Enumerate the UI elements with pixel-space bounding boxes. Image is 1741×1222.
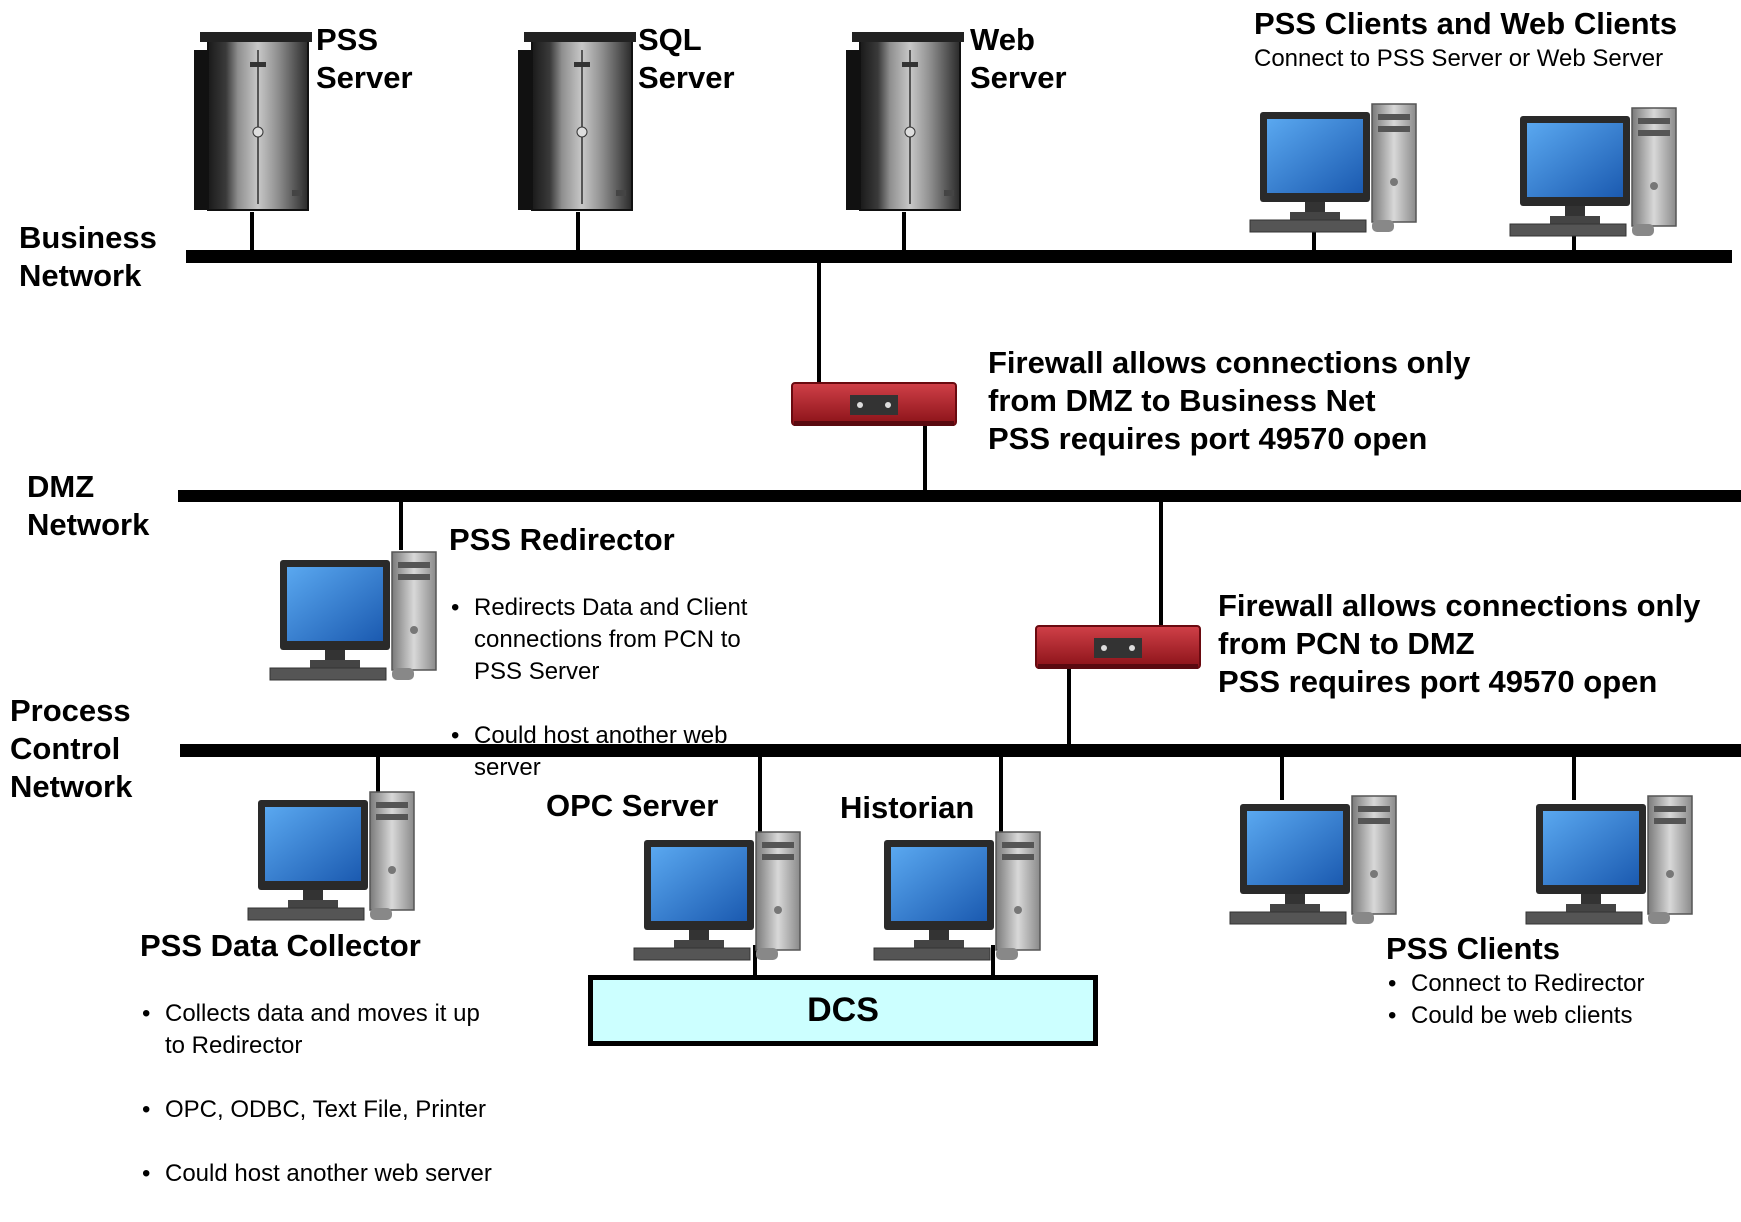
historian-workstation-icon (873, 831, 1041, 961)
collector-title: PSS Data Collector (140, 928, 421, 963)
pss-clients-bullet: Could be web clients (1386, 1000, 1644, 1032)
pss-client-2-icon (1525, 795, 1693, 925)
pcn-drop-lines (376, 757, 1576, 976)
historian-label: Historian (840, 790, 975, 825)
pss-clients-title: PSS Clients (1386, 931, 1560, 966)
sql-server-icon (517, 31, 637, 211)
pss-clients-bullet: Connect to Redirector (1386, 968, 1644, 1000)
business-clients-title: PSS Clients and Web Clients (1254, 6, 1678, 41)
opc-server-label: OPC Server (546, 788, 719, 823)
dmz-drop-lines (399, 502, 1163, 745)
firewall-top-text: Firewall allows connections only from DM… (988, 345, 1471, 456)
business-client-1-icon (1249, 103, 1417, 233)
business-client-2-icon (1509, 107, 1677, 237)
pss-client-1-icon (1229, 795, 1397, 925)
network-diagram (178, 31, 1741, 976)
sql-server-label: SQL Server (638, 22, 735, 95)
redirector-bullets: Redirects Data and Client connections fr… (449, 560, 747, 816)
web-server-label: Web Server (970, 22, 1067, 95)
business-network-bus (186, 250, 1732, 263)
pcn-network-bus (180, 744, 1741, 757)
dcs-box: DCS (588, 975, 1098, 1046)
dmz-network-label: DMZ Network (27, 469, 150, 542)
pss-clients-bullets: Connect to Redirector Could be web clien… (1386, 968, 1644, 1032)
firewall-bottom-icon (1035, 625, 1201, 670)
collector-bullet: Collects data and moves it up to Redirec… (140, 998, 492, 1062)
firewall-top-icon (791, 382, 957, 427)
collector-bullets: Collects data and moves it up to Redirec… (140, 966, 492, 1222)
business-network-label: Business Network (19, 220, 157, 293)
collector-bullet: Could host another web server (140, 1158, 492, 1190)
dcs-label: DCS (807, 991, 879, 1029)
dmz-network-bus (178, 490, 1741, 502)
redirector-bullet: Could host another web server (449, 720, 747, 784)
pcn-network-label: Process Control Network (10, 693, 133, 804)
pss-server-icon (193, 31, 313, 211)
opc-server-workstation-icon (633, 831, 801, 961)
firewall-bottom-text: Firewall allows connections only from PC… (1218, 588, 1701, 699)
web-server-icon (845, 31, 965, 211)
business-clients-subtitle: Connect to PSS Server or Web Server (1254, 45, 1664, 72)
redirector-title: PSS Redirector (449, 522, 675, 557)
redirector-workstation-icon (269, 551, 437, 681)
redirector-bullet: Redirects Data and Client connections fr… (449, 592, 747, 688)
pss-server-label: PSS Server (316, 22, 413, 95)
collector-bullet: OPC, ODBC, Text File, Printer (140, 1094, 492, 1126)
collector-workstation-icon (247, 791, 415, 921)
